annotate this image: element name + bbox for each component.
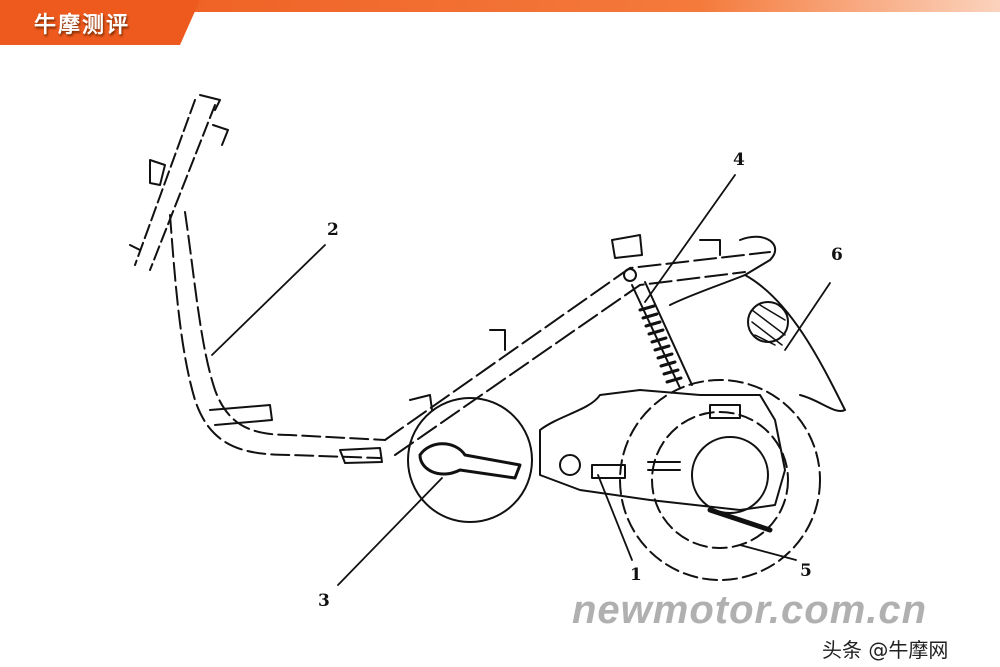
label-5: 5 (800, 561, 812, 581)
source-credit: 头条 @牛摩网 (822, 638, 949, 662)
label-1: 1 (630, 565, 642, 585)
rear-frame-tube (384, 251, 771, 456)
down-tube (169, 211, 386, 459)
leader-2 (211, 244, 326, 356)
header-title: 牛摩测评 (34, 13, 131, 38)
label-4: 4 (733, 150, 745, 170)
leader-4 (644, 174, 736, 303)
shock-absorber (631, 281, 693, 389)
leader-1 (597, 474, 633, 561)
label-3: 3 (318, 591, 330, 611)
label-2: 2 (327, 220, 339, 240)
engine-unit (539, 389, 786, 533)
leader-5 (739, 544, 797, 561)
watermark-text: newmotor.com.cn (572, 588, 928, 632)
head-tube (129, 94, 229, 271)
leader-6 (784, 282, 831, 351)
leader-3 (337, 477, 443, 586)
pivot-detail-circle (407, 397, 533, 523)
label-6: 6 (831, 245, 843, 265)
rear-wheel (619, 379, 821, 581)
header-banner (0, 0, 1000, 45)
